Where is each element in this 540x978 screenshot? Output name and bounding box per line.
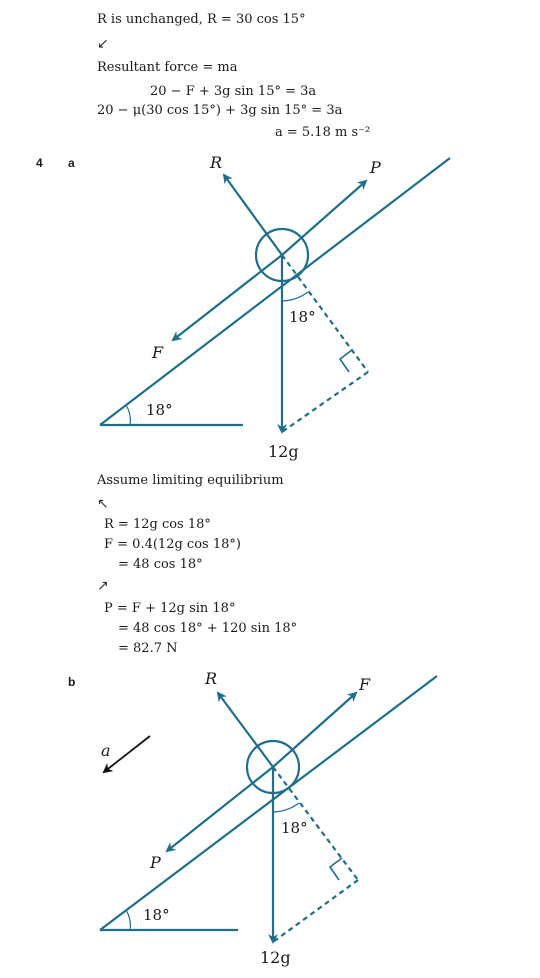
label-12g-b: 12g [260, 948, 291, 967]
right-angle-mark [338, 349, 353, 373]
label-R: R [209, 153, 222, 172]
prev-line-5: a = 5.18 m s⁻² [275, 125, 371, 140]
question-number: 4 [36, 156, 43, 170]
perpendicular-component-b [272, 766, 359, 881]
direction-arrow-up-left: ↖ [97, 496, 109, 512]
work-a-line-2: F = 0.4(12g cos 18°) [104, 537, 241, 552]
right-angle-mark-b [328, 857, 343, 881]
perpendicular-component [281, 254, 369, 373]
work-a-assume: Assume limiting equilibrium [97, 473, 284, 488]
parallel-component-b [272, 879, 359, 943]
parallel-component [281, 371, 369, 433]
label-a-b: a [101, 741, 111, 760]
work-a-line-6: = 82.7 N [118, 641, 178, 656]
weight-angle-arc-b [272, 802, 300, 813]
part-a-label: a [68, 156, 75, 170]
work-a-line-4: P = F + 12g sin 18° [104, 601, 236, 616]
label-P: P [369, 158, 381, 177]
label-R-b: R [204, 669, 217, 688]
prev-line-2: Resultant force = ma [97, 60, 238, 75]
force-F-arrow-b [272, 691, 358, 768]
force-P-arrow-b [165, 766, 274, 853]
label-F-b: F [358, 675, 371, 694]
label-weight-angle-b: 18° [281, 819, 308, 837]
label-plane-angle-b: 18° [143, 906, 170, 924]
prev-line-4: 20 − μ(30 cos 15°) + 3g sin 15° = 3a [97, 103, 343, 118]
plane-angle-arc-b [125, 909, 131, 931]
inclined-plane-b [99, 675, 438, 931]
work-a-line-3: = 48 cos 18° [118, 557, 203, 572]
weight-angle-arc [281, 291, 309, 302]
direction-arrow-up-right: ↗ [97, 578, 109, 594]
direction-arrow-down-left: ↙ [97, 36, 109, 52]
label-F: F [151, 343, 164, 362]
diagram-a: R P F 12g 18° 18° [99, 153, 451, 461]
force-R-arrow-b [216, 691, 274, 768]
work-a-line-5: = 48 cos 18° + 120 sin 18° [118, 621, 298, 636]
prev-line-3: 20 − F + 3g sin 15° = 3a [150, 84, 317, 99]
work-a-line-1: R = 12g cos 18° [104, 517, 211, 532]
label-weight-angle: 18° [289, 308, 316, 326]
label-P-b: P [149, 853, 161, 872]
prev-line-1: R is unchanged, R = 30 cos 15° [97, 12, 306, 27]
plane-angle-arc [125, 404, 131, 426]
force-R-arrow [222, 173, 283, 256]
diagram-b: R F P a 12g 18° 18° [99, 669, 438, 967]
acceleration-arrow [102, 735, 151, 774]
force-F-arrow [171, 254, 283, 342]
force-P-arrow [281, 179, 368, 256]
inclined-plane [99, 157, 451, 426]
label-plane-angle: 18° [146, 401, 173, 419]
label-12g: 12g [268, 442, 299, 461]
part-b-label: b [68, 675, 76, 689]
